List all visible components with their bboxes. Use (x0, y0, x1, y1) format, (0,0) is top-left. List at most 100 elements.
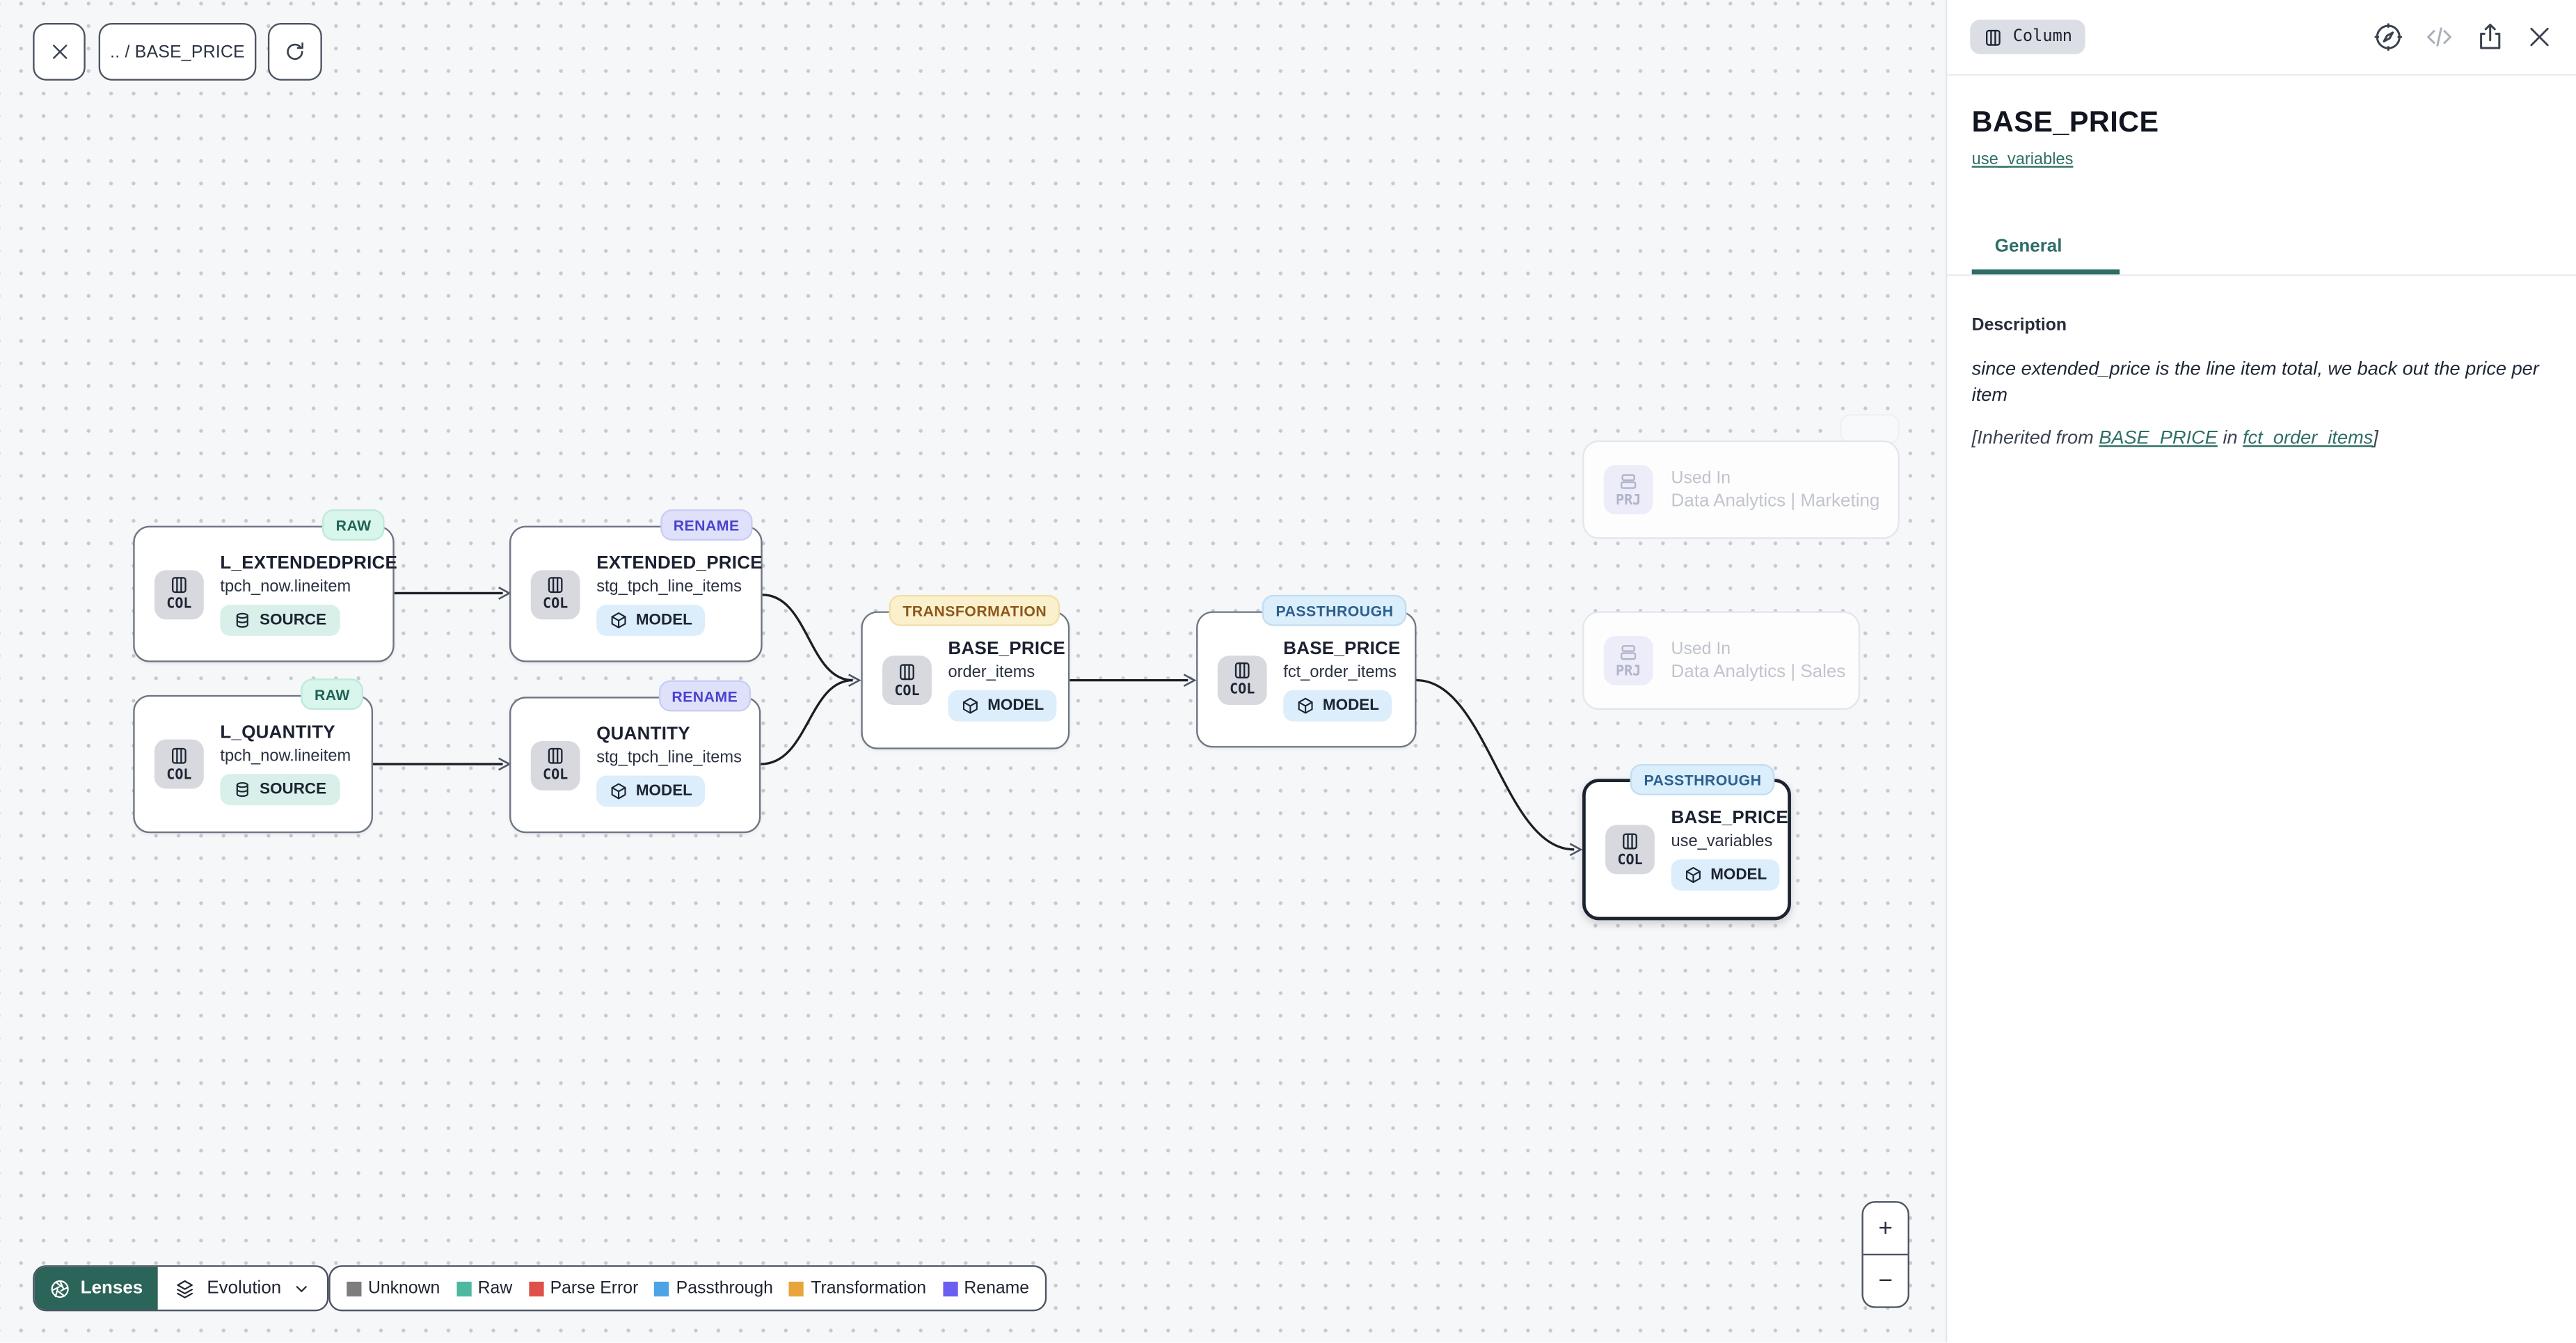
legend-swatch (789, 1280, 804, 1296)
column-type-chip: COL (530, 740, 580, 790)
node-kind-tag: MODEL (596, 774, 706, 806)
details-panel: Column (1945, 0, 2576, 1343)
node-subtitle: tpch_now.lineitem (220, 747, 351, 766)
cube-icon (1296, 696, 1314, 714)
node-title: L_EXTENDEDPRICE (220, 553, 398, 573)
cube-icon (961, 697, 979, 715)
project-chip: PRJ (1603, 465, 1653, 515)
legend-item: Unknown (347, 1278, 440, 1298)
column-icon (1232, 660, 1252, 680)
lens-selector[interactable]: Evolution (158, 1267, 328, 1310)
ghost-node-label: Used In (1671, 468, 1731, 488)
close-lineage-button[interactable] (33, 23, 86, 81)
legend-swatch (347, 1280, 362, 1296)
project-chip: PRJ (1603, 635, 1653, 685)
node-base-price-fct-order-items[interactable]: PASSTHROUGH COL BASE_PRICE fct_order_ite… (1196, 594, 1417, 748)
node-l-quantity[interactable]: RAW COL L_QUANTITY tpch_now.lineitem SOU… (133, 678, 374, 834)
close-icon (2530, 28, 2549, 47)
share-button[interactable] (2474, 22, 2506, 53)
node-kind-tag: MODEL (1283, 689, 1392, 721)
view-code-button[interactable] (2424, 22, 2455, 53)
legend-item: Raw (456, 1278, 512, 1298)
cube-icon (610, 610, 628, 628)
node-title: BASE_PRICE (1671, 808, 1788, 829)
column-type-chip: COL (154, 569, 204, 619)
entity-type-badge: Column (1970, 19, 2085, 54)
node-extended-price[interactable]: RENAME COL EXTENDED_PRICE stg_tpch_line_… (509, 509, 763, 662)
share-icon (2480, 24, 2501, 49)
zoom-out-button[interactable]: − (1878, 1266, 1893, 1295)
node-quantity[interactable]: RENAME COL QUANTITY stg_tpch_line_items … (509, 680, 761, 834)
column-icon (1620, 831, 1639, 850)
node-title: L_QUANTITY (220, 723, 335, 743)
legend-item: Rename (942, 1278, 1029, 1298)
legend-item: Parse Error (528, 1278, 638, 1298)
legend-swatch (528, 1280, 544, 1296)
layers-icon (177, 1279, 193, 1298)
drawers-icon (1619, 642, 1638, 661)
ghost-node-used-in-marketing[interactable]: PRJ Used In Data Analytics | Marketing (1582, 440, 1900, 539)
model-link[interactable]: use_variables (1971, 151, 2074, 170)
node-subtitle: stg_tpch_line_items (596, 748, 742, 767)
node-subtitle: tpch_now.lineitem (220, 578, 351, 596)
ghost-node-label: Used In (1671, 639, 1731, 659)
drawers-icon (1619, 471, 1638, 491)
description-body: since extended_price is the line item to… (1971, 360, 2539, 406)
node-kind-tag: SOURCE (220, 603, 340, 635)
zoom-in-button[interactable]: + (1863, 1203, 1908, 1256)
panel-header: Column (1947, 0, 2576, 76)
ghost-node-used-in-sales[interactable]: PRJ Used In Data Analytics | Sales (1582, 611, 1861, 710)
database-icon (233, 610, 251, 628)
node-subtitle: stg_tpch_line_items (596, 578, 742, 596)
column-type-chip: COL (154, 739, 204, 789)
column-icon (169, 575, 189, 594)
close-icon (51, 45, 67, 59)
refresh-button[interactable] (267, 23, 322, 81)
legend-item: Passthrough (654, 1278, 773, 1298)
lenses-control: Lenses Evolution (33, 1265, 329, 1312)
column-icon (897, 661, 916, 681)
column-type-chip: COL (1605, 825, 1655, 875)
node-evolution-badge: RENAME (660, 509, 753, 541)
tab-general[interactable]: General (1971, 222, 2120, 275)
node-l-extendedprice[interactable]: RAW COL L_EXTENDEDPRICE tpch_now.lineite… (133, 509, 398, 662)
ghost-node-name: Data Analytics | Marketing (1671, 491, 1880, 511)
ghost-node-name: Data Analytics | Sales (1671, 662, 1846, 682)
legend-item: Transformation (789, 1278, 926, 1298)
panel-title: BASE_PRICE (1971, 105, 2159, 138)
description-section: Description since extended_price is the … (1947, 276, 2576, 450)
close-panel-button[interactable] (2525, 23, 2553, 51)
node-kind-tag: SOURCE (220, 774, 340, 806)
column-icon (169, 745, 189, 765)
zoom-controls: + − (1861, 1201, 1909, 1308)
cube-icon (1684, 866, 1702, 884)
node-base-price-order-items[interactable]: TRANSFORMATION COL BASE_PRICE order_item… (861, 594, 1070, 749)
node-base-price-use-variables[interactable]: PASSTHROUGH COL BASE_PRICE use_variables… (1582, 764, 1791, 921)
column-icon (546, 746, 565, 765)
node-evolution-badge: TRANSFORMATION (889, 594, 1060, 626)
breadcrumb-label: .. / BASE_PRICE (110, 42, 245, 62)
description-inherited: [Inherited from BASE_PRICE in fct_order_… (1971, 429, 2378, 450)
legend-swatch (456, 1280, 472, 1296)
node-kind-tag: MODEL (1671, 859, 1781, 891)
lenses-button[interactable]: Lenses (34, 1266, 158, 1310)
ghost-node-badge (1840, 414, 1900, 444)
column-type-chip: COL (882, 655, 932, 706)
inherited-model-link[interactable]: fct_order_items (2243, 429, 2374, 450)
node-title: EXTENDED_PRICE (596, 553, 763, 573)
lineage-canvas[interactable]: .. / BASE_PRICE RAW COL L_EXTENDEDPRICE … (0, 0, 1946, 1343)
evolution-legend: Unknown Raw Parse Error Passthrough Tran… (328, 1265, 1048, 1312)
column-icon (1983, 27, 2003, 47)
inherited-column-link[interactable]: BASE_PRICE (2099, 429, 2218, 450)
node-subtitle: fct_order_items (1283, 662, 1397, 681)
node-title: QUANTITY (596, 724, 690, 744)
explore-lineage-button[interactable] (2373, 22, 2404, 53)
node-subtitle: use_variables (1671, 833, 1773, 852)
breadcrumb[interactable]: .. / BASE_PRICE (98, 23, 257, 81)
lens-selected-label: Evolution (207, 1278, 282, 1298)
chevron-down-icon (296, 1285, 308, 1292)
column-icon (546, 575, 565, 594)
aperture-icon (51, 1279, 69, 1297)
node-evolution-badge: RAW (322, 509, 385, 541)
